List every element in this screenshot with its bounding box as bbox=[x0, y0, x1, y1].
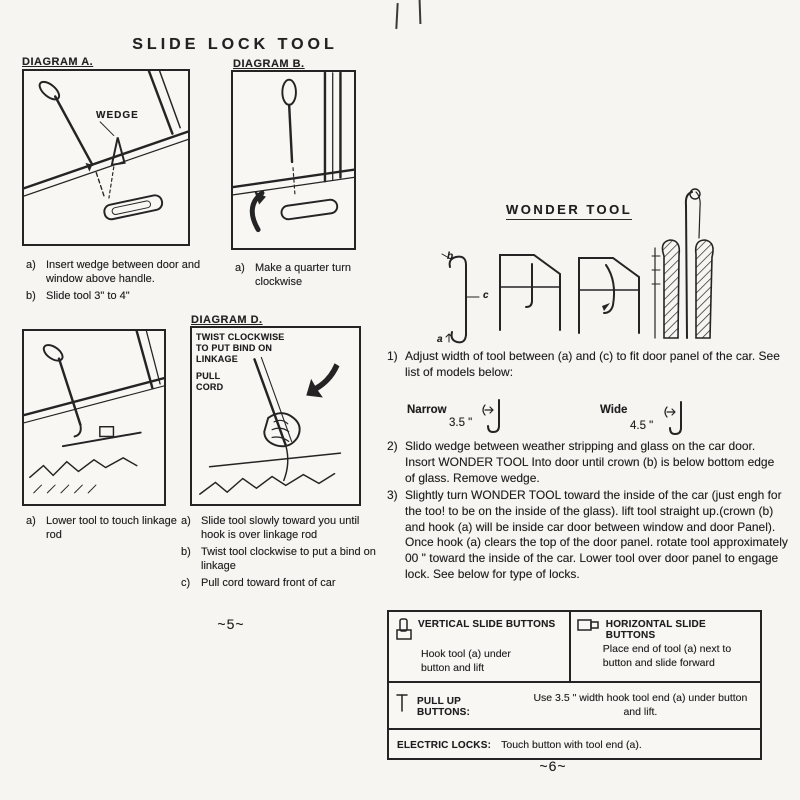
horizontal-slide-title: HORIZONTAL SLIDE BUTTONS bbox=[605, 619, 706, 641]
diagram-d-illustration bbox=[190, 326, 361, 506]
vertical-slide-title: VERTICAL SLIDE BUTTONS bbox=[418, 619, 556, 630]
binding-mark-icon bbox=[418, 0, 422, 25]
caption-item: a) Insert wedge between door and window … bbox=[26, 258, 211, 286]
caption-text: Pull cord toward front of car bbox=[201, 577, 336, 590]
caption-label: b) bbox=[181, 546, 191, 559]
pull-up-row: PULL UP BUTTONS: Use 3.5 " width hook to… bbox=[389, 683, 760, 731]
narrow-value: 3.5 " bbox=[449, 417, 473, 429]
page-number-6: ~6~ bbox=[539, 758, 567, 774]
narrow-label: Narrow bbox=[407, 404, 447, 416]
step-text: Slido wedge between weather stripping an… bbox=[405, 439, 775, 485]
electric-locks-title: ELECTRIC LOCKS: bbox=[397, 740, 492, 752]
binding-mark-icon bbox=[395, 2, 399, 30]
caption-label: c) bbox=[181, 577, 191, 590]
horizontal-slide-text: Place end of tool (a) next to button and… bbox=[602, 643, 732, 669]
vertical-slide-cell: VERTICAL SLIDE BUTTONS Hook tool (a) und… bbox=[389, 612, 571, 682]
diagram-d-label: DIAGRAM D. bbox=[191, 314, 263, 326]
step-number: 3) bbox=[387, 488, 398, 502]
wide-value: 4.5 " bbox=[630, 420, 654, 432]
diagram-b-label: DIAGRAM B. bbox=[233, 58, 305, 70]
step-2: 2) Slido wedge between weather stripping… bbox=[387, 439, 787, 486]
narrow-hook-icon bbox=[480, 396, 506, 436]
pull-cord-annotation: PULL CORD bbox=[196, 371, 224, 392]
caption-label: b) bbox=[26, 290, 36, 303]
caption-label: a) bbox=[181, 515, 191, 527]
diagram-a-illustration bbox=[22, 69, 190, 246]
diagram-a-label: DIAGRAM A. bbox=[22, 56, 94, 68]
wide-label: Wide bbox=[600, 404, 628, 416]
caption-text: Lower tool to touch linkage rod bbox=[46, 515, 177, 542]
caption-text: Make a quarter turn clockwise bbox=[255, 262, 351, 289]
caption-label: a) bbox=[26, 515, 36, 527]
horizontal-slide-cell: HORIZONTAL SLIDE BUTTONS Place end of to… bbox=[571, 612, 760, 681]
step-text: Slightly turn WONDER TOOL toward the ins… bbox=[405, 488, 788, 582]
caption-label: a) bbox=[26, 259, 36, 271]
pull-up-button-icon bbox=[395, 691, 409, 720]
step-3: 3) Slightly turn WONDER TOOL toward the … bbox=[387, 488, 789, 583]
caption-item: b) Slide tool 3" to 4" bbox=[26, 289, 211, 303]
diagram-b-illustration bbox=[231, 70, 356, 250]
tool-label-c: c bbox=[483, 290, 489, 301]
twist-annotation: TWIST CLOCKWISE TO PUT BIND ON LINKAGE bbox=[196, 332, 285, 364]
caption-item: a) Make a quarter turn clockwise bbox=[235, 261, 375, 289]
horizontal-slide-button-icon bbox=[577, 617, 601, 638]
door-outline-illustration bbox=[497, 247, 563, 333]
caption-item: b) Twist tool clockwise to put a bind on… bbox=[181, 545, 377, 573]
diagram-d-captions: a) Slide tool slowly toward you until ho… bbox=[181, 514, 377, 593]
diagram-a-captions: a) Insert wedge between door and window … bbox=[26, 258, 211, 306]
wonder-tool-title: WONDER TOOL bbox=[506, 202, 633, 220]
weatherstrip-cross-section-illustration bbox=[650, 186, 724, 350]
step-text: Adjust width of tool between (a) and (c)… bbox=[405, 349, 780, 379]
lock-type-table: VERTICAL SLIDE BUTTONS Hook tool (a) und… bbox=[387, 610, 762, 761]
pull-up-text: Use 3.5 " width hook tool end (a) under … bbox=[533, 692, 748, 718]
tool-label-b: b bbox=[447, 251, 454, 262]
wonder-tool-illustration bbox=[436, 247, 492, 347]
door-outline-rotated-illustration bbox=[576, 250, 642, 336]
caption-item: a) Slide tool slowly toward you until ho… bbox=[181, 514, 377, 542]
electric-locks-text: Touch button with tool end (a). bbox=[501, 739, 642, 752]
diagram-b-captions: a) Make a quarter turn clockwise bbox=[235, 261, 375, 292]
vertical-slide-button-icon bbox=[395, 617, 413, 646]
wide-hook-icon bbox=[662, 398, 688, 438]
step-number: 2) bbox=[387, 439, 398, 453]
wedge-label: WEDGE bbox=[96, 110, 139, 121]
caption-text: Twist tool clockwise to put a bind on li… bbox=[201, 546, 376, 573]
page-title: SLIDE LOCK TOOL bbox=[132, 36, 338, 53]
caption-text: Slide tool 3" to 4" bbox=[46, 290, 130, 303]
caption-label: a) bbox=[235, 262, 245, 274]
diagram-c-captions: a) Lower tool to touch linkage rod bbox=[26, 514, 178, 545]
diagram-c-illustration bbox=[22, 329, 166, 506]
page-number-5: ~5~ bbox=[217, 616, 245, 632]
caption-item: c) Pull cord toward front of car bbox=[181, 576, 377, 590]
electric-locks-row: ELECTRIC LOCKS: Touch button with tool e… bbox=[389, 730, 760, 758]
slide-buttons-row: VERTICAL SLIDE BUTTONS Hook tool (a) und… bbox=[389, 612, 760, 684]
step-number: 1) bbox=[387, 349, 398, 363]
caption-item: a) Lower tool to touch linkage rod bbox=[26, 514, 178, 542]
pull-up-title: PULL UP BUTTONS: bbox=[417, 695, 471, 718]
tool-label-a: a bbox=[437, 334, 443, 345]
caption-text: Slide tool slowly toward you until hook … bbox=[201, 515, 360, 542]
step-1: 1) Adjust width of tool between (a) and … bbox=[387, 349, 783, 381]
vertical-slide-text: Hook tool (a) under button and lift bbox=[421, 648, 511, 674]
caption-text: Insert wedge between door and window abo… bbox=[46, 259, 201, 286]
